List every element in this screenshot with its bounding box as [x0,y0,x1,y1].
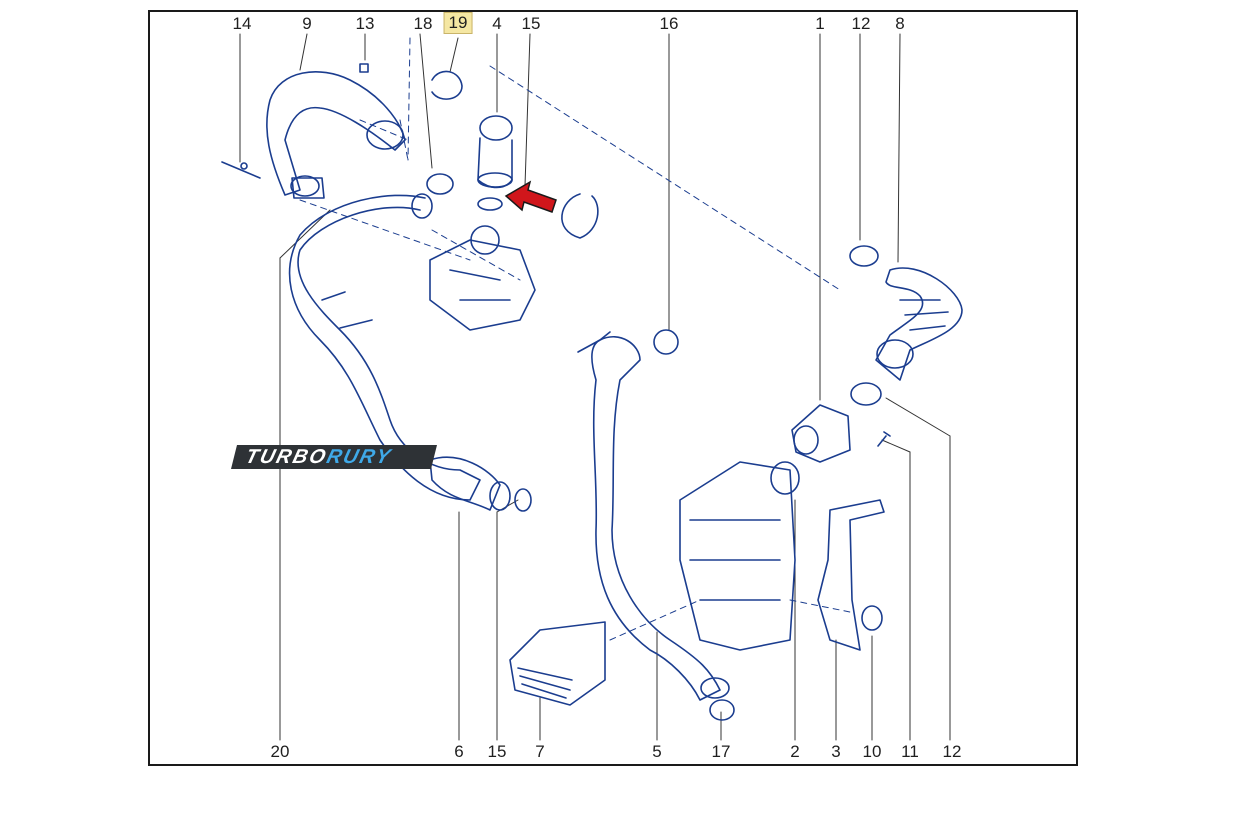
callout-20: 20 [270,742,290,761]
part-19-clamp [431,70,463,100]
part-5-pipe [577,331,730,701]
leader-lines [239,33,951,741]
callout-11: 11 [901,742,919,761]
callout-15-bottom: 15 [487,742,507,761]
part-3-bracket [817,499,885,651]
callout-14: 14 [232,14,252,33]
part-16-ring [653,329,679,355]
callout-17: 17 [711,742,731,761]
diagram-frame [148,10,1078,766]
part-20-pipe [288,193,481,501]
part-6-connector [429,456,511,511]
turbo-housing [429,225,536,331]
part-7-grille [509,621,606,706]
callout-4: 4 [492,14,502,33]
logo-text-part1: TURBO [243,446,330,468]
callout-5: 5 [652,742,662,761]
callout-15-top: 15 [521,14,541,33]
part-12-clamp-bottom [850,382,882,406]
part-9-pipe [266,71,406,199]
part-2-ring [770,461,800,495]
part-14-bolt [221,161,261,179]
callout-18: 18 [413,14,433,33]
part-4-hose [477,115,513,189]
part-15-ring-top [477,197,503,211]
red-arrow-indicator [504,180,557,213]
callout-1: 1 [815,14,825,33]
part-8-hose [875,267,963,381]
callout-12-bottom: 12 [942,742,962,761]
callout-16: 16 [659,14,679,33]
logo-text-part2: RURY [324,446,395,468]
callout-6: 6 [454,742,464,761]
part-1-sensor [791,404,851,463]
callout-12-top: 12 [851,14,871,33]
callout-19-highlighted: 19 [443,12,473,34]
callout-2: 2 [790,742,800,761]
callout-3: 3 [831,742,841,761]
callout-7: 7 [535,742,545,761]
callout-8: 8 [895,14,905,33]
part-18-ring [426,173,454,195]
part-17-ring [709,699,735,721]
part-11-screw [877,431,891,447]
wire-clip [561,193,599,239]
callout-13: 13 [355,14,375,33]
callout-9: 9 [302,14,312,33]
part-15-ring-bottom [514,488,532,512]
engine-block [679,461,796,651]
part-10-plug [861,605,883,631]
part-12-clamp-top [849,245,879,267]
callout-10: 10 [862,742,882,761]
turborury-logo: TURBORURY [231,445,437,469]
dashed-guide-lines [299,37,851,641]
part-13-clip [359,63,369,73]
